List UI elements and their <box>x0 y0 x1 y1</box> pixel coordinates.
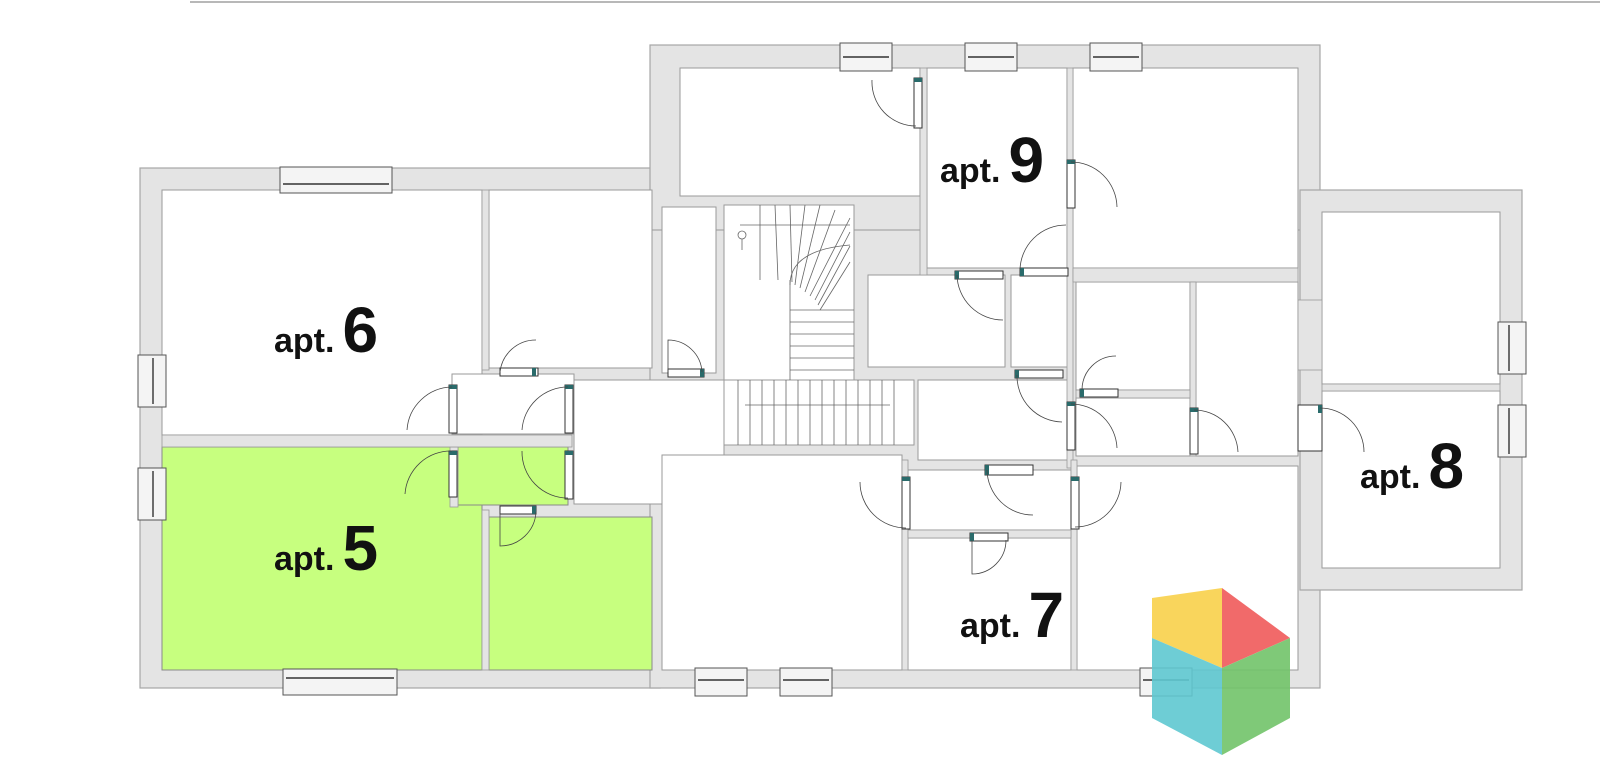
door <box>499 339 539 377</box>
logo-bottom-right <box>1222 638 1290 755</box>
window <box>282 668 398 696</box>
apt-5-hall <box>457 446 569 506</box>
door <box>1066 401 1118 451</box>
door <box>406 384 458 434</box>
door <box>1066 159 1118 209</box>
door <box>859 476 911 530</box>
window <box>779 667 833 697</box>
window <box>1497 321 1527 375</box>
logo-bottom-left <box>1152 638 1222 755</box>
door <box>954 270 1004 321</box>
interior-rooms <box>161 67 1501 671</box>
doors <box>404 77 1365 575</box>
logo-top-left <box>1152 588 1222 668</box>
apt-5-room-main <box>161 446 483 671</box>
door <box>984 464 1034 516</box>
door <box>1014 369 1064 423</box>
window <box>694 667 748 697</box>
window <box>1497 404 1527 458</box>
apt-5-label: apt.5 <box>274 512 378 584</box>
door <box>1189 407 1239 455</box>
window <box>137 467 167 521</box>
door <box>521 384 574 434</box>
door <box>1070 476 1122 530</box>
door <box>1079 355 1119 398</box>
apt-8-label: apt.8 <box>1360 430 1464 502</box>
window <box>279 166 393 194</box>
door <box>871 77 923 129</box>
apt-5-highlight <box>161 446 653 671</box>
apt-9-label: apt.9 <box>940 124 1044 196</box>
door <box>404 450 458 498</box>
apt-7-label: apt.7 <box>960 579 1064 651</box>
door <box>969 532 1009 575</box>
door <box>1019 224 1069 277</box>
partitions <box>161 67 1501 671</box>
spiral-staircase <box>737 204 895 445</box>
windows <box>137 42 1527 697</box>
door <box>667 339 705 378</box>
apt-6-label: apt.6 <box>274 294 378 366</box>
apt-5-room-side <box>488 516 653 671</box>
window <box>137 354 167 408</box>
door <box>1297 404 1365 453</box>
logo-top-right <box>1222 588 1290 668</box>
cube-logo-icon <box>1152 588 1290 755</box>
door <box>521 450 574 500</box>
door <box>499 505 537 547</box>
